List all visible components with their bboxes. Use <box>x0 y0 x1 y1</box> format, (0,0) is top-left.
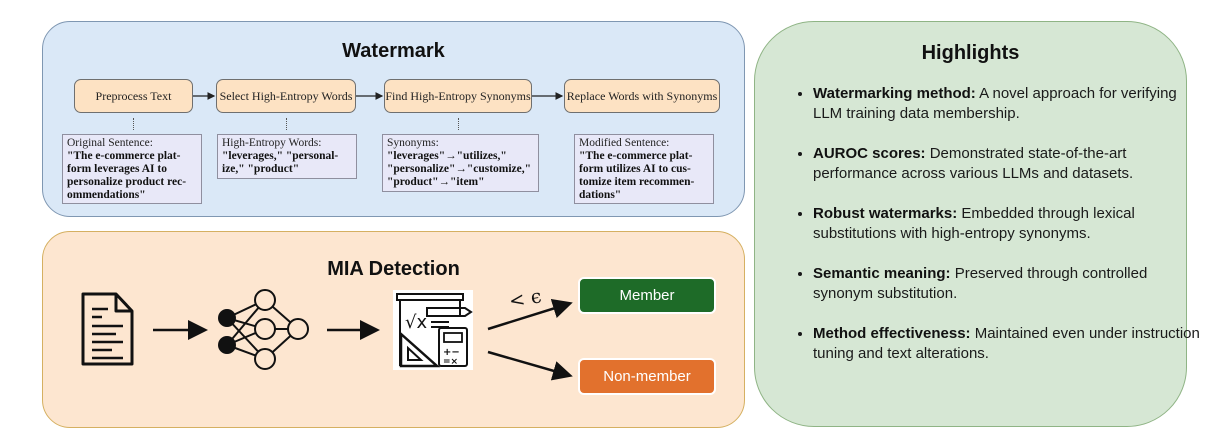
nonmember-label-box: Non-member <box>578 358 716 395</box>
arrow-to-member <box>487 298 573 331</box>
synonym-line: "leverages"→"utilizes," <box>387 150 507 162</box>
highlight-term: Method effectiveness: <box>813 325 971 342</box>
note-modified-sentence: Modified Sentence: "The e-commerce plat-… <box>574 134 714 204</box>
highlights-list: Watermarking method: A novel approach fo… <box>793 84 1205 384</box>
highlights-title: Highlights <box>921 42 1020 64</box>
step-label: Replace Words with Synonyms <box>566 88 718 103</box>
watermark-panel: Watermark Preprocess Text Select High-En… <box>42 21 745 217</box>
highlight-item: Watermarking method: A novel approach fo… <box>813 84 1205 124</box>
mia-title: MIA Detection <box>327 258 460 280</box>
step-find-high-entropy-synonyms: Find High-Entropy Synonyms <box>384 79 532 113</box>
highlight-item: AUROC scores: Demonstrated state-of-the-… <box>813 144 1205 184</box>
step-label: Find High-Entropy Synonyms <box>385 88 531 103</box>
highlight-term: Robust watermarks: <box>813 205 958 222</box>
connector-dots <box>286 118 289 130</box>
document-icon <box>81 292 134 366</box>
note-high-entropy-words: High-Entropy Words: "leverages," "person… <box>217 134 357 179</box>
arrow-to-nonmember <box>487 350 573 381</box>
note-label: Synonyms: <box>387 137 439 149</box>
highlight-text: A novel approach for verifying LLM train… <box>813 85 1177 122</box>
note-body: "The e-commerce plat- form leverages AI … <box>67 150 187 201</box>
connector-dots <box>133 118 136 130</box>
highlight-text: Embedded through lexical substitutions w… <box>813 205 1135 242</box>
highlight-item: Robust watermarks: Embedded through lexi… <box>813 204 1205 244</box>
note-body: "The e-commerce plat- form utilizes AI t… <box>579 150 695 201</box>
synonym-line: "product"→"item" <box>387 176 485 188</box>
highlight-text: Preserved through controlled synonym sub… <box>813 265 1148 302</box>
highlight-text: Demonstrated state-of-the-art performanc… <box>813 145 1134 182</box>
highlight-term: AUROC scores: <box>813 145 926 162</box>
step-select-high-entropy-words: Select High-Entropy Words <box>216 79 356 113</box>
neural-network-icon <box>218 289 309 370</box>
note-label: Original Sentence: <box>67 137 153 149</box>
calculator-icon: √x +− =× <box>393 290 473 370</box>
step-label: Preprocess Text <box>95 88 172 103</box>
highlights-panel: Highlights Watermarking method: A novel … <box>754 21 1200 427</box>
synonym-line: "personalize"→"customize," <box>387 163 532 175</box>
svg-text:=×: =× <box>443 357 458 367</box>
highlight-text: Maintained even under instruction tuning… <box>813 325 1200 362</box>
highlight-item: Method effectiveness: Maintained even un… <box>813 324 1205 364</box>
connector-dots <box>458 118 461 130</box>
member-label-box: Member <box>578 277 716 314</box>
note-label: Modified Sentence: <box>579 137 670 149</box>
note-body: "leverages," "personal- ize," "product" <box>222 150 339 175</box>
step-preprocess-text: Preprocess Text <box>74 79 193 113</box>
nonmember-text: Non-member <box>603 368 691 385</box>
highlight-term: Watermarking method: <box>813 85 976 102</box>
step-replace-words: Replace Words with Synonyms <box>564 79 720 113</box>
svg-text:+−: +− <box>443 347 460 358</box>
highlight-item: Semantic meaning: Preserved through cont… <box>813 264 1205 304</box>
mia-detection-panel: MIA Detection <box>42 231 745 428</box>
watermark-title: Watermark <box>342 40 445 62</box>
svg-text:√x: √x <box>405 312 427 333</box>
note-label: High-Entropy Words: <box>222 137 322 149</box>
member-text: Member <box>619 287 675 304</box>
note-original-sentence: Original Sentence: "The e-commerce plat-… <box>62 134 202 204</box>
highlight-term: Semantic meaning: <box>813 265 951 282</box>
note-synonyms: Synonyms: "leverages"→"utilizes," "perso… <box>382 134 539 192</box>
pipeline-arrows <box>193 92 564 100</box>
mia-arrows <box>153 298 573 381</box>
step-label: Select High-Entropy Words <box>219 88 353 103</box>
